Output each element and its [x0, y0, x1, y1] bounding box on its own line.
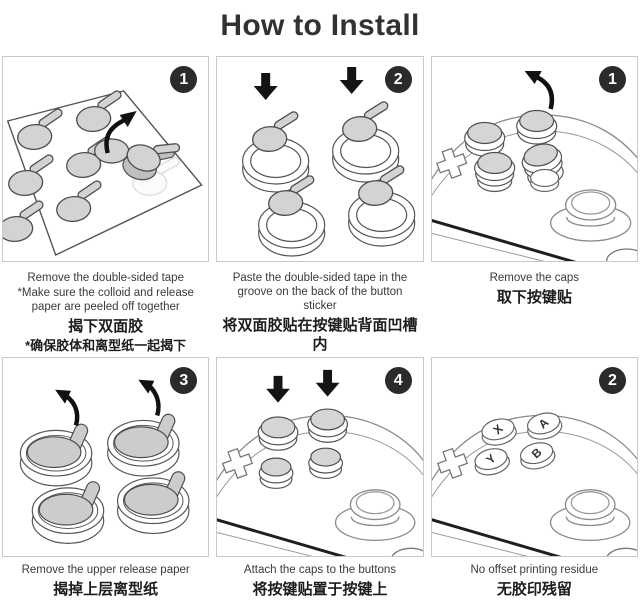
release-paper-illustration: [19, 379, 190, 544]
step-badge: 2: [384, 66, 412, 93]
press-arrow-icon: [253, 73, 278, 100]
remove-caps-caption: Remove the caps 取下按键贴: [431, 262, 638, 308]
step-badge: 2: [598, 367, 626, 394]
no-residue-caption: No offset printing residue 无胶印残留: [431, 557, 638, 600]
paste-tape-caption: Paste the double-sided tape in the groov…: [216, 262, 423, 355]
steps-grid: 1 Remove the double-sided tape *Make sur…: [0, 56, 640, 600]
face-buttons: X A Y: [474, 412, 563, 476]
tape-sheet: [6, 90, 203, 256]
press-arrow-icon: [339, 67, 364, 94]
button-sticker-rings: [242, 99, 416, 257]
caption-en: Paste the double-sided tape in the groov…: [232, 272, 408, 313]
step-panel-no-residue: X A Y: [430, 357, 638, 600]
caption-en: Remove the upper release paper: [21, 564, 190, 577]
lifted-caps: [463, 109, 566, 193]
caption-zh: 将按键贴置于按键上: [252, 581, 388, 599]
caption-zh: 揭掉上层离型纸: [53, 581, 159, 599]
caption-zh: 将双面胶贴在按键贴背面凹槽内: [222, 317, 418, 353]
step-panel-remove-tape: 1 Remove the double-sided tape *Make sur…: [2, 56, 210, 357]
step-badge: 3: [170, 367, 198, 394]
page-title: How to Install: [220, 9, 420, 42]
button-y: Y: [474, 448, 510, 476]
tape-sheet-illustration: [3, 88, 203, 256]
step-panel-remove-caps: 1 Remove the caps 取下按键贴: [430, 56, 638, 357]
remove-release-paper-figure: 3: [2, 357, 210, 558]
step-badge: 4: [384, 367, 412, 394]
remove-caps-figure: 1: [430, 56, 638, 262]
step-badge: 1: [170, 66, 198, 93]
floating-caps: [257, 408, 349, 489]
step-panel-remove-release-paper: 3 Remove the upper release paper 揭掉上层离型纸: [2, 357, 210, 600]
button-x: X: [481, 418, 517, 446]
caption-zh-note: *确保胶体和离型纸一起揭下: [25, 337, 187, 353]
caption-en: No offset printing residue: [470, 564, 599, 577]
caption-en: Remove the double-sided tape: [27, 272, 184, 284]
press-arrow-icon: [266, 375, 291, 403]
caption-zh: 无胶印残留: [496, 581, 572, 599]
peel-arrow-icon: [55, 379, 161, 427]
peel-arrow-icon: [524, 71, 554, 110]
remove-tape-caption: Remove the double-sided tape *Make sure …: [2, 262, 209, 354]
peel-arrow-icon: [104, 111, 137, 154]
button-b: B: [519, 442, 556, 470]
step-panel-attach-caps: 4 Attach the caps to the buttons 将按键贴置于按…: [216, 357, 424, 600]
no-residue-figure: X A Y: [430, 357, 638, 558]
paste-tape-figure: 2: [216, 56, 424, 262]
button-a: A: [526, 412, 563, 440]
attach-caps-figure: 4: [216, 357, 424, 558]
caption-en: Attach the caps to the buttons: [243, 564, 397, 577]
remove-release-paper-caption: Remove the upper release paper 揭掉上层离型纸: [2, 557, 209, 600]
remove-caps-illustration: [432, 71, 637, 261]
attach-caps-caption: Attach the caps to the buttons 将按键贴置于按键上: [216, 557, 423, 600]
caption-zh: 揭下双面胶: [68, 318, 144, 336]
sticker-dishes: [19, 411, 190, 544]
caption-zh: 取下按键贴: [496, 289, 572, 307]
step-panel-paste-tape: 2 Paste the double-sided tape in the gro…: [216, 56, 424, 357]
step-badge: 1: [598, 66, 626, 93]
caption-en-note: *Make sure the colloid and release paper…: [17, 287, 194, 314]
caption-en: Remove the caps: [489, 272, 580, 284]
remove-tape-figure: 1: [2, 56, 210, 262]
press-arrow-icon: [316, 369, 340, 397]
no-residue-illustration: X A Y: [432, 412, 637, 556]
